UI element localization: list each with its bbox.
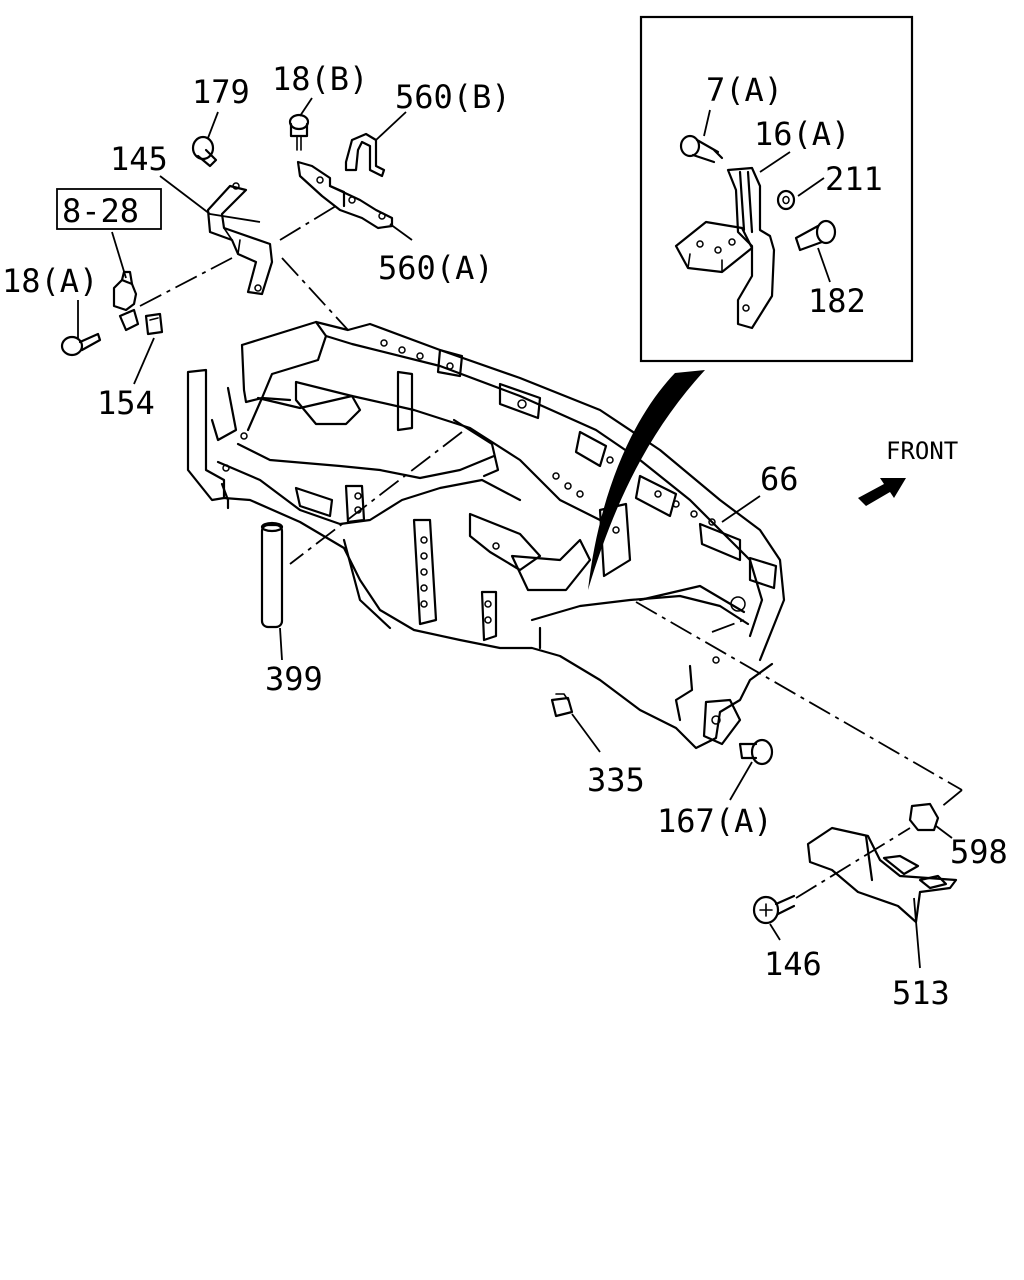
ref-box-828: [56, 188, 162, 230]
label-18a: 18(A): [2, 262, 98, 300]
alignment-lines: [139, 205, 963, 899]
bolt-179-icon: [191, 135, 218, 168]
label-399: 399: [265, 660, 323, 698]
label-560b: 560(B): [395, 78, 511, 116]
washer-211-icon: [776, 189, 796, 211]
label-154: 154: [97, 384, 155, 422]
bracket-513-icon: [806, 826, 958, 924]
leader-lines: [77, 97, 953, 969]
bracket-16a-icon: [674, 166, 776, 330]
pad-399-icon: [260, 521, 284, 629]
label-146: 146: [764, 945, 822, 983]
label-560a: 560(A): [378, 249, 494, 287]
inset-pointer: [588, 370, 705, 590]
detail-inset: [639, 15, 914, 363]
bolt-7a-icon: [679, 134, 724, 164]
bracket-560a-icon: [296, 160, 394, 230]
label-front: FRONT: [886, 437, 958, 465]
label-16a: 16(A): [754, 115, 850, 153]
label-66: 66: [760, 460, 799, 498]
label-18b: 18(B): [272, 60, 368, 98]
label-513: 513: [892, 974, 950, 1012]
label-145: 145: [110, 140, 168, 178]
bolt-182-icon: [794, 219, 837, 252]
bracket-145-icon: [206, 182, 274, 296]
label-7a: 7(A): [706, 71, 783, 109]
cross-member-assembly: [186, 320, 786, 750]
clip-828-icon: [112, 270, 138, 312]
bolt-167a-icon: [738, 738, 774, 766]
label-167a: 167(A): [657, 802, 773, 840]
label-598: 598: [950, 833, 1008, 871]
clamp-560b-icon: [344, 132, 386, 178]
frame-holes: [222, 339, 746, 725]
label-182: 182: [808, 282, 866, 320]
clip-598-icon: [908, 802, 940, 832]
clip-335-icon: [550, 693, 574, 718]
label-335: 335: [587, 761, 645, 799]
bolt-18b-icon: [288, 113, 310, 151]
label-179: 179: [192, 73, 250, 111]
label-8-28[interactable]: 8-28: [62, 192, 139, 230]
screw-146-icon: [752, 894, 796, 925]
clip-154-icon: [144, 312, 164, 336]
bolt-18a-icon: [60, 332, 102, 357]
front-arrow-icon: [858, 478, 906, 506]
label-211: 211: [825, 160, 883, 198]
